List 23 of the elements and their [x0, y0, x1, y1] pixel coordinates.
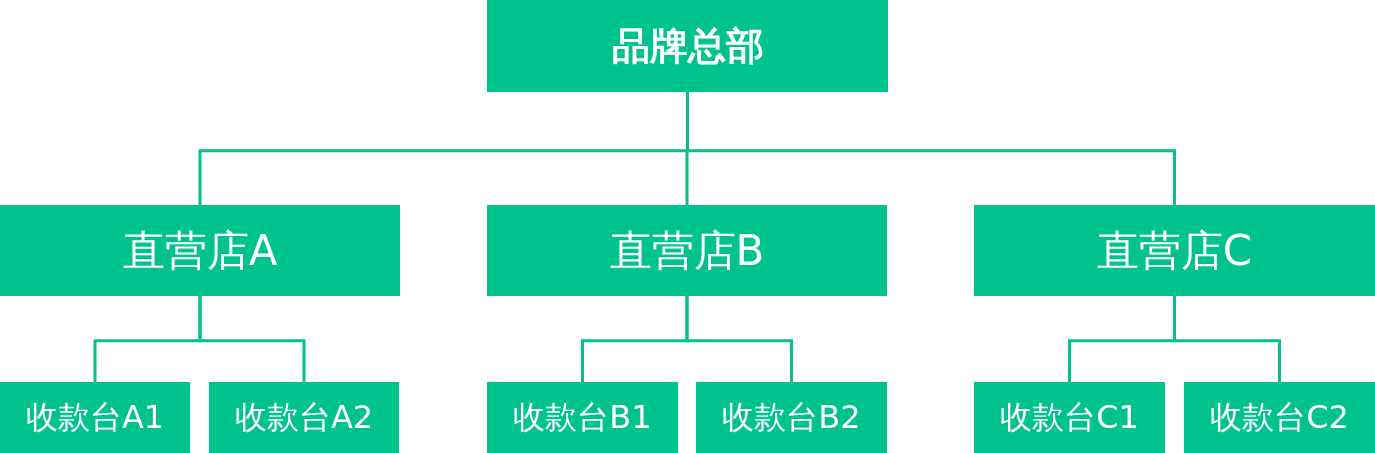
connector-line — [1173, 296, 1281, 382]
connector-line — [685, 296, 793, 382]
connector-line — [198, 296, 306, 382]
box-label: 收款台A1 — [25, 396, 165, 438]
org-box — [209, 382, 399, 453]
org-box — [487, 205, 887, 296]
org-box — [487, 382, 678, 453]
box-label: 收款台B1 — [513, 396, 652, 438]
org-box — [974, 205, 1375, 296]
org-box — [0, 205, 400, 296]
org-box — [696, 382, 887, 453]
org-box — [487, 0, 888, 92]
box-label: 直营店B — [609, 224, 765, 277]
box-label: 收款台A2 — [234, 396, 374, 438]
box-label: 直营店A — [122, 224, 278, 277]
box-label: 直营店C — [1096, 224, 1253, 277]
org-box — [1184, 382, 1375, 453]
box-label: 收款台C1 — [1000, 396, 1139, 438]
org-box — [974, 382, 1165, 453]
org-box — [0, 382, 190, 453]
box-label: 品牌总部 — [611, 22, 764, 70]
box-label: 收款台C2 — [1210, 396, 1349, 438]
box-label: 收款台B2 — [722, 396, 861, 438]
